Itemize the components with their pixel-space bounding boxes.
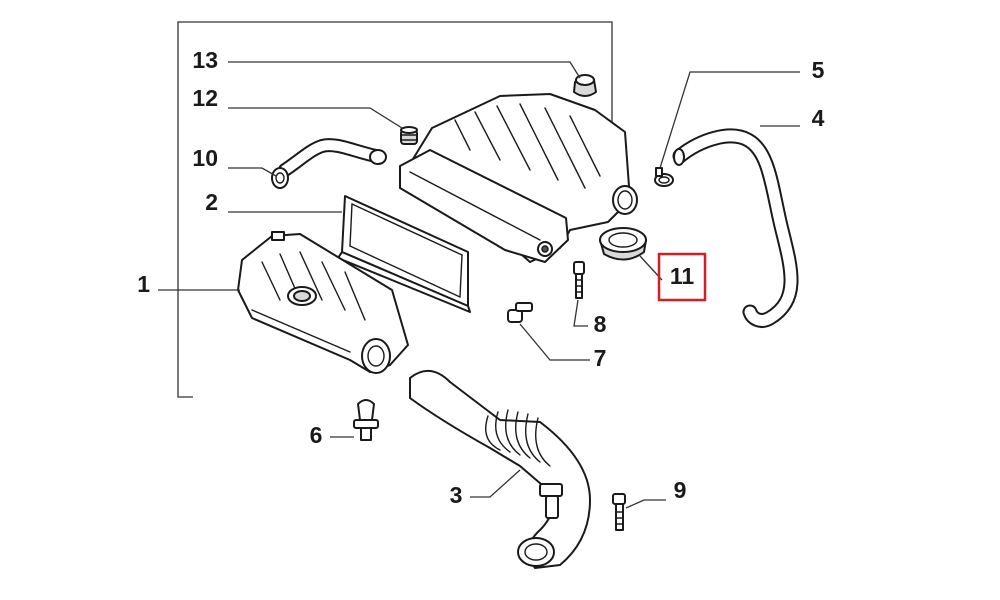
part-13-cap — [573, 74, 597, 97]
part-10-small-hose — [271, 138, 387, 189]
part-2-air-filter — [337, 195, 471, 313]
highlight-box — [657, 252, 707, 302]
part-4-hose — [672, 128, 799, 328]
part-3-intake-duct — [409, 370, 591, 569]
label-11: 11 — [670, 263, 695, 289]
label-8: 8 — [594, 311, 607, 337]
label-12: 12 — [192, 85, 218, 111]
part-8-bolt — [573, 261, 585, 299]
label-5: 5 — [812, 57, 825, 83]
part-6-push-fastener — [353, 399, 379, 441]
label-6: 6 — [310, 422, 323, 448]
part-11-duct-seal — [599, 227, 647, 261]
part-12-grommet — [400, 126, 418, 145]
airbox-upper-housing — [399, 93, 638, 263]
label-3: 3 — [450, 482, 463, 508]
part-9-bolt — [612, 493, 626, 531]
part-5-clamp — [654, 167, 674, 187]
leader-lines — [158, 61, 800, 509]
assembly-bracket — [177, 21, 613, 398]
label-13: 13 — [192, 47, 218, 73]
label-4: 4 — [812, 105, 825, 131]
label-1: 1 — [137, 271, 150, 297]
label-2: 2 — [205, 189, 218, 215]
part-1-lower-airbox — [237, 231, 409, 374]
part-7-screw — [507, 302, 533, 323]
label-10: 10 — [192, 145, 218, 171]
label-9: 9 — [674, 477, 687, 503]
label-7: 7 — [594, 345, 607, 371]
